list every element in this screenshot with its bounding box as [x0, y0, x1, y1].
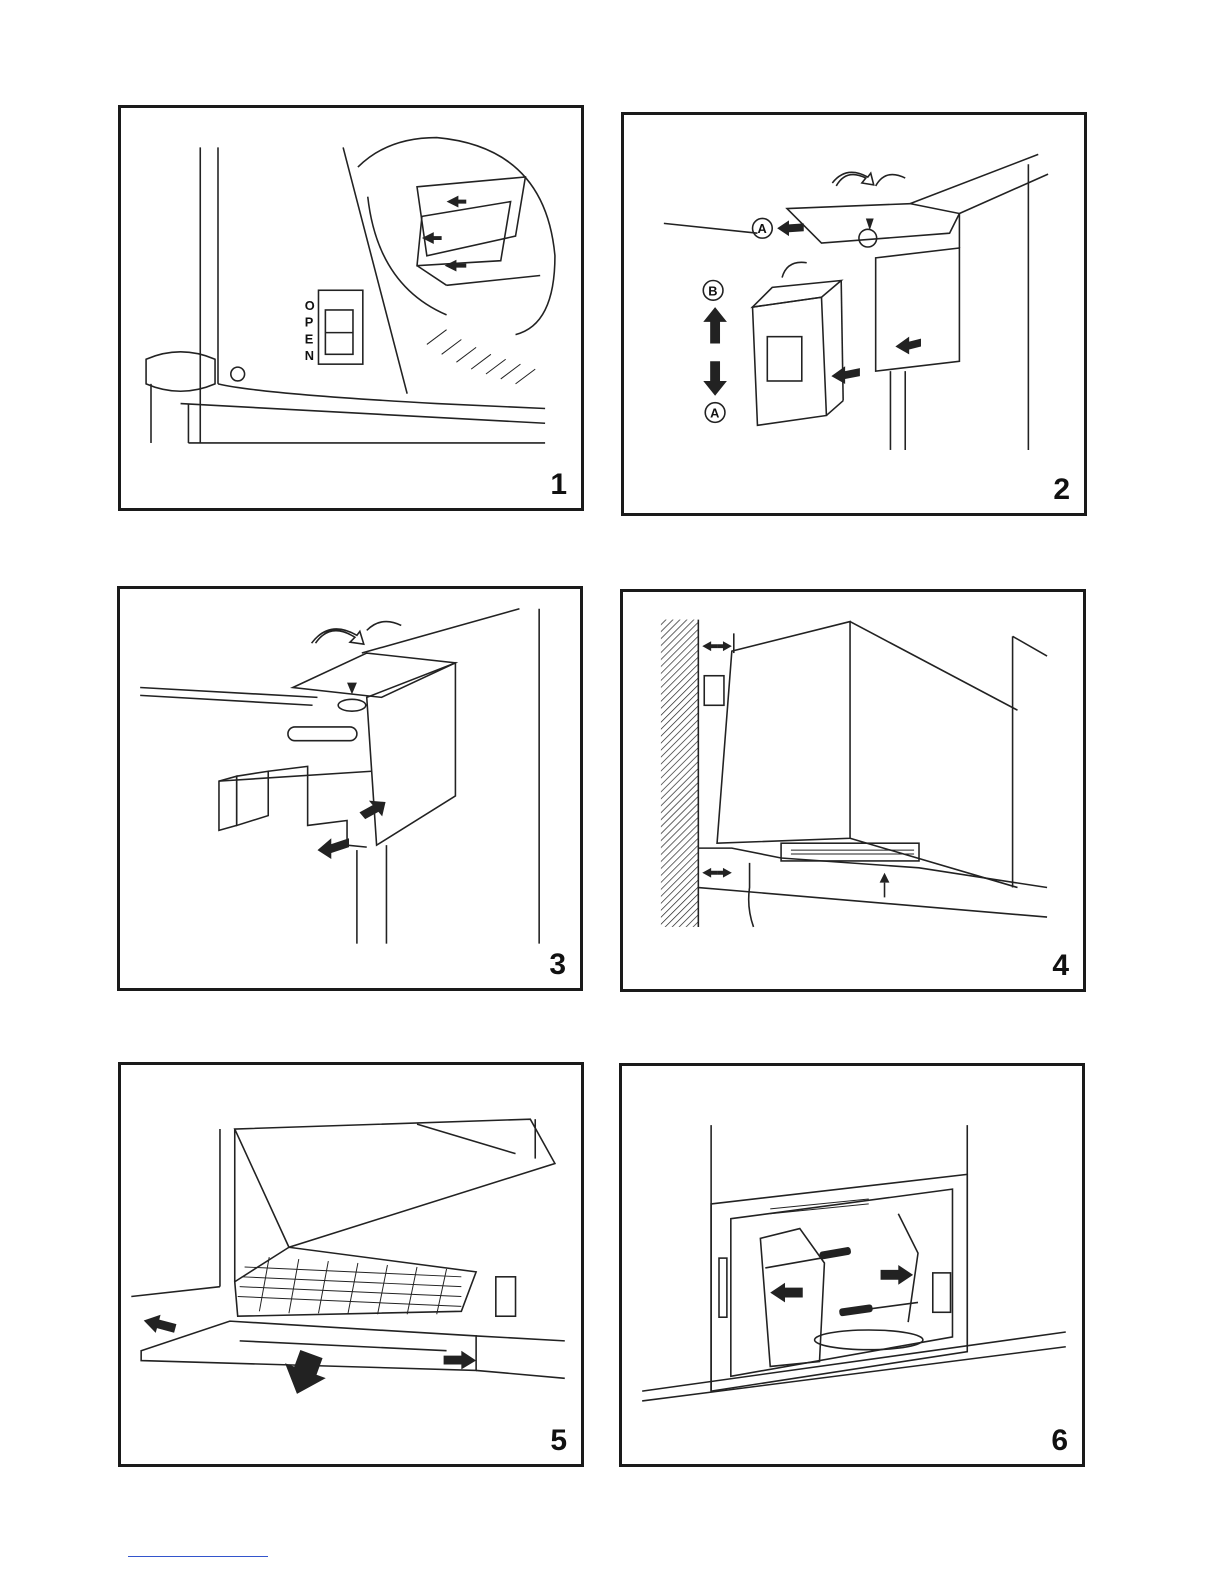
figure-1-illustration: O P E N	[121, 108, 581, 508]
label-a-bottom: A	[710, 405, 719, 420]
figure-number: 5	[550, 1424, 567, 1458]
figure-4-illustration	[623, 592, 1083, 989]
figure-1: O P E N 1	[118, 105, 584, 511]
figure-2-illustration: B A A	[624, 115, 1084, 513]
figure-number: 6	[1051, 1424, 1068, 1458]
label-a: A	[757, 221, 766, 236]
open-label-letter: O	[305, 298, 315, 313]
figure-number: 1	[550, 468, 567, 502]
figure-number: 3	[549, 948, 566, 982]
figure-5-illustration	[121, 1065, 581, 1464]
figure-3-illustration	[120, 589, 580, 988]
figure-3: 3	[117, 586, 583, 991]
wall-hatch	[661, 620, 698, 927]
open-label-letter: N	[305, 348, 314, 363]
label-b: B	[708, 283, 717, 298]
open-label-letter: P	[305, 315, 314, 330]
figure-4: 4	[620, 589, 1086, 992]
figure-2: B A A 2	[621, 112, 1087, 516]
open-label-letter: E	[305, 331, 314, 346]
footer-link-underline	[128, 1556, 268, 1557]
figure-5: 5	[118, 1062, 584, 1467]
figure-number: 4	[1052, 949, 1069, 983]
figure-6-illustration	[622, 1066, 1082, 1464]
figure-6: 6	[619, 1063, 1085, 1467]
figure-number: 2	[1053, 473, 1070, 507]
